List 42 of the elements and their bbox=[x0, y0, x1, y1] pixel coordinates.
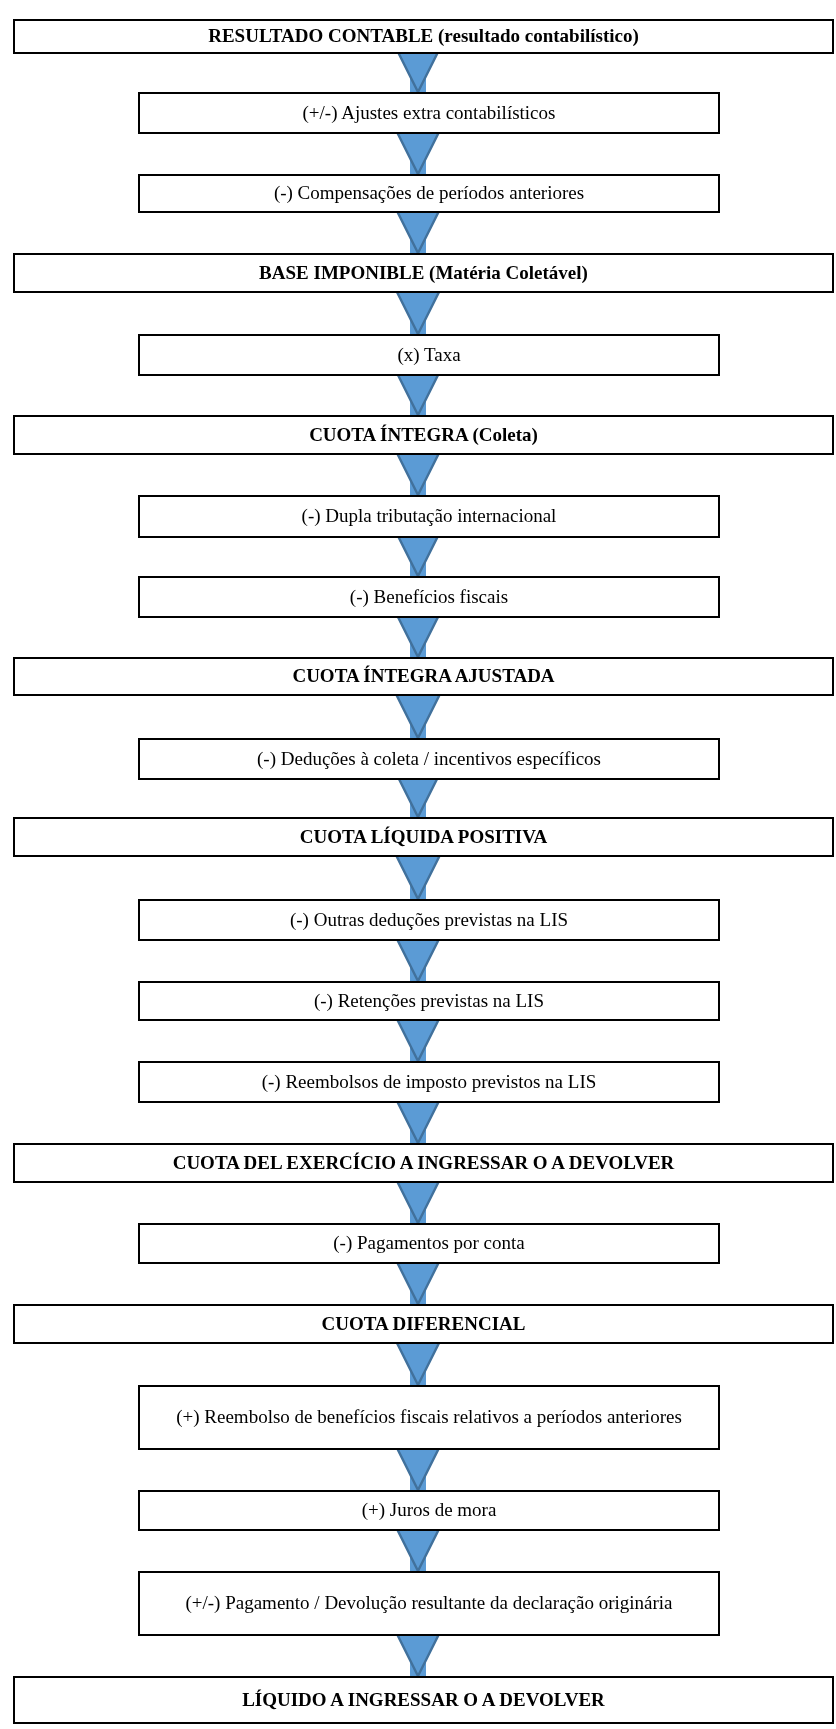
step-box bbox=[138, 174, 720, 213]
step-box bbox=[138, 1490, 720, 1531]
result-box bbox=[13, 253, 834, 293]
box-text: BASE IMPONIBLE (Matéria Coletável) bbox=[259, 260, 588, 285]
box-text: (+) Reembolso de benefícios fiscais relativos a períodos anteriores bbox=[176, 1405, 682, 1430]
result-box bbox=[13, 657, 834, 696]
result-box bbox=[13, 1304, 834, 1344]
box-text: (-) Deduções à coleta / incentivos específicos bbox=[257, 746, 601, 771]
step-box bbox=[138, 92, 720, 134]
result-box bbox=[13, 1676, 834, 1724]
step-box bbox=[138, 1061, 720, 1103]
step-box bbox=[138, 334, 720, 376]
box-text: LÍQUIDO A INGRESSAR O A DEVOLVER bbox=[242, 1687, 605, 1712]
box-text: CUOTA ÍNTEGRA (Coleta) bbox=[309, 422, 538, 447]
box-text: (-) Retenções previstas na LIS bbox=[313, 988, 544, 1013]
step-box bbox=[138, 576, 720, 618]
step-box bbox=[138, 1571, 720, 1636]
box-text: (-) Pagamentos por conta bbox=[333, 1231, 525, 1256]
box-text: CUOTA DIFERENCIAL bbox=[321, 1311, 526, 1336]
step-box bbox=[138, 495, 720, 538]
box-text: (x) Taxa bbox=[397, 342, 461, 367]
box-text: CUOTA DEL EXERCÍCIO A INGRESSAR O A DEVOLVER bbox=[172, 1150, 675, 1175]
step-box bbox=[138, 1223, 720, 1264]
box-text: (-) Compensações de períodos anteriores bbox=[273, 181, 585, 206]
step-box bbox=[138, 981, 720, 1021]
box-text: CUOTA LÍQUIDA POSITIVA bbox=[299, 824, 548, 849]
step-box bbox=[138, 738, 720, 780]
box-text: (+) Juros de mora bbox=[361, 1498, 497, 1523]
result-box bbox=[13, 817, 834, 857]
box-text: CUOTA ÍNTEGRA AJUSTADA bbox=[292, 664, 555, 689]
box-text: (-) Benefícios fiscais bbox=[349, 584, 509, 609]
result-box bbox=[13, 19, 834, 54]
box-text: (+/-) Ajustes extra contabilísticos bbox=[302, 100, 556, 125]
box-text: (-) Outras deduções previstas na LIS bbox=[289, 907, 569, 932]
box-text: (+/-) Pagamento / Devolução resultante da declaração originária bbox=[185, 1591, 673, 1616]
result-box bbox=[13, 415, 834, 455]
result-box bbox=[13, 1143, 834, 1183]
box-text: (-) Reembolsos de imposto previstos na LIS bbox=[261, 1069, 597, 1094]
box-text: (-) Dupla tributação internacional bbox=[301, 504, 557, 529]
step-box bbox=[138, 899, 720, 941]
step-box bbox=[138, 1385, 720, 1450]
box-text: RESULTADO CONTABLE (resultado contabilístico) bbox=[208, 24, 639, 49]
